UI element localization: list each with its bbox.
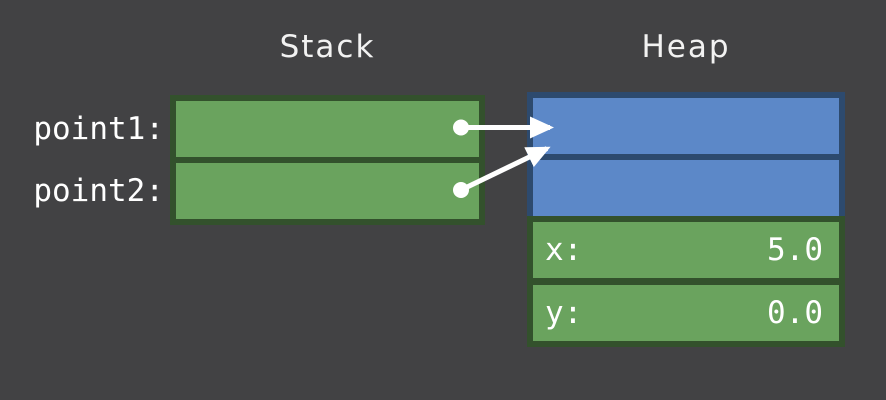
heap-field-row-x: x: 5.0	[533, 222, 839, 278]
heap-field-row-y: y: 0.0	[533, 285, 839, 341]
stack-cell-point1	[176, 101, 479, 157]
heap-pointer-row-1	[533, 98, 839, 154]
field-name-y: y:	[545, 295, 583, 331]
variable-label-point2: point2:	[33, 173, 164, 209]
stack-box	[170, 95, 485, 225]
heap-pointer-row-2	[533, 160, 839, 216]
variable-label-point1: point1:	[33, 111, 164, 147]
heap-title: Heap	[641, 29, 731, 65]
field-value-y: 0.0	[767, 295, 823, 331]
stack-cell-point2	[176, 163, 479, 219]
heap-field-block: x: 5.0 y: 0.0	[527, 216, 845, 347]
field-name-x: x:	[545, 232, 583, 268]
field-value-x: 5.0	[767, 232, 823, 268]
stack-title: Stack	[279, 29, 376, 65]
heap-pointer-block	[527, 92, 845, 216]
